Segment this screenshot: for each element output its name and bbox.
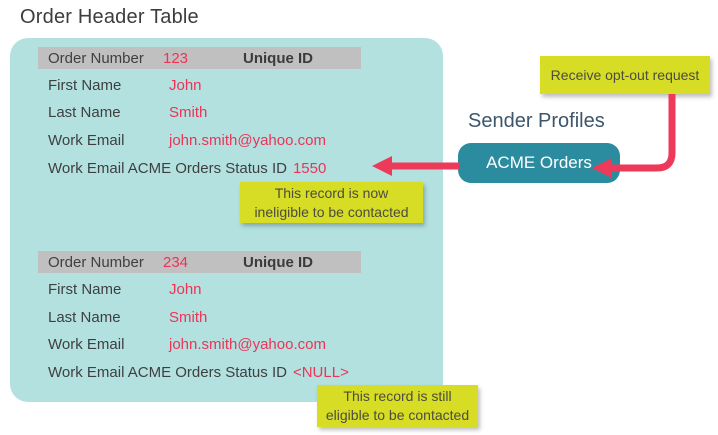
table-row: Last Name Smith bbox=[38, 307, 207, 328]
field-label: Work Email bbox=[48, 336, 125, 353]
record-2-key-label: Order Number bbox=[48, 253, 144, 271]
field-label: First Name bbox=[48, 281, 122, 298]
callout-receive-opt-out: Receive opt-out request bbox=[540, 56, 710, 94]
field-label: First Name bbox=[48, 77, 122, 94]
record-2-key-value: 234 bbox=[163, 253, 189, 271]
field-value: John bbox=[169, 77, 202, 94]
callout-line: This record is still bbox=[343, 388, 452, 405]
record-1-key-value: 123 bbox=[163, 49, 189, 67]
field-label: Work Email bbox=[48, 132, 125, 149]
callout-line: eligible to be contacted bbox=[325, 407, 470, 423]
profile-label: ACME Orders bbox=[486, 153, 592, 172]
field-label: Work Email ACME Orders Status ID bbox=[48, 160, 287, 177]
record-1-key-label: Order Number bbox=[48, 49, 144, 67]
table-row: First Name John bbox=[38, 75, 202, 96]
table-row: Work Email john.smith@yahoo.com bbox=[38, 334, 326, 355]
record-1-unique-id-badge: Unique ID bbox=[243, 49, 313, 67]
field-value: Smith bbox=[169, 309, 208, 326]
field-value: <NULL> bbox=[292, 364, 349, 381]
record-2-unique-id-badge: Unique ID bbox=[243, 253, 313, 271]
table-row: Last Name Smith bbox=[38, 102, 207, 123]
field-label: Work Email ACME Orders Status ID bbox=[48, 364, 287, 381]
callout-line: This record is now bbox=[274, 184, 389, 201]
record-1-header-row: Order Number 123 Unique ID bbox=[38, 47, 361, 69]
field-value: john.smith@yahoo.com bbox=[169, 132, 326, 149]
table-row: Work Email ACME Orders Status ID <NULL> bbox=[38, 362, 349, 383]
table-row: Work Email ACME Orders Status ID 1550 bbox=[38, 158, 326, 179]
record-2-header-row: Order Number 234 Unique ID bbox=[38, 251, 361, 273]
callout-eligible: This record is still eligible to be cont… bbox=[317, 385, 478, 427]
field-value: john.smith@yahoo.com bbox=[169, 336, 326, 353]
field-label: Last Name bbox=[48, 104, 121, 121]
callout-line: ineligible to be contacted bbox=[254, 203, 409, 220]
field-value: Smith bbox=[169, 104, 208, 121]
field-label: Last Name bbox=[48, 309, 121, 326]
callout-text: Receive opt-out request bbox=[550, 66, 700, 83]
table-row: First Name John bbox=[38, 279, 202, 300]
sender-profiles-heading: Sender Profiles bbox=[468, 110, 605, 132]
callout-ineligible: This record is now ineligible to be cont… bbox=[240, 182, 423, 223]
page-title: Order Header Table bbox=[20, 6, 199, 28]
field-value: John bbox=[169, 281, 202, 298]
field-value: 1550 bbox=[292, 160, 327, 177]
acme-orders-profile: ACME Orders bbox=[458, 143, 620, 183]
table-row: Work Email john.smith@yahoo.com bbox=[38, 130, 326, 151]
